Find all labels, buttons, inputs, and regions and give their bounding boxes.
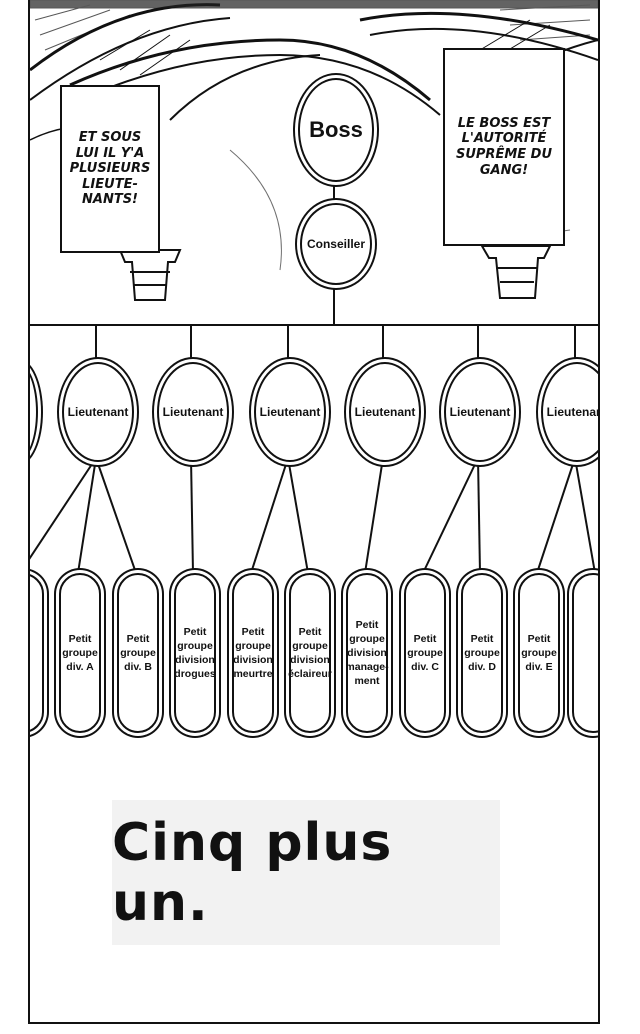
connector-line — [574, 457, 596, 574]
boss-label: Boss — [309, 117, 363, 143]
group-label: Petit groupe div. E — [521, 632, 557, 674]
group-node: Petit groupe div. A — [59, 573, 101, 733]
lieutenant-node: Lieutenant — [541, 362, 598, 462]
lieutenant-label: Lieutenant — [67, 404, 129, 419]
advisor-label: Conseiller — [306, 236, 366, 251]
group-node: Petit groupe div. D — [461, 573, 503, 733]
group-label: Petit groupe div. A — [62, 632, 98, 674]
caption-left: ET SOUS LUI IL Y'A PLUSIEURS LIEUTE-NANT… — [60, 85, 160, 253]
connector-line — [477, 457, 481, 574]
group-node: Petit groupe division éclaireur — [288, 573, 332, 733]
corbel-left — [118, 249, 182, 301]
group-label: Petit groupe div. B — [120, 632, 156, 674]
lieutenant-node: Lieutenant — [62, 362, 134, 462]
connector-line — [536, 457, 576, 574]
title-card: Cinq plus un. — [112, 800, 500, 945]
lieutenant-label: Lieutenant — [546, 404, 598, 419]
panel-artwork — [30, 0, 598, 574]
gothic-arches — [30, 3, 598, 271]
lieutenant-label: Lieutenant — [449, 404, 511, 419]
connector-line — [77, 457, 97, 574]
group-node: Petit groupe div. C — [404, 573, 446, 733]
lieutenant-node: Lieutenant — [349, 362, 421, 462]
stone-texture — [30, 0, 598, 51]
lieutenant-label: Lieutenant — [259, 404, 321, 419]
connector-line — [250, 457, 289, 574]
connector-line — [190, 457, 194, 574]
manga-panel: ET SOUS LUI IL Y'A PLUSIEURS LIEUTE-NANT… — [28, 0, 600, 1024]
panel-title: Cinq plus un. — [112, 812, 393, 933]
corbel-right — [480, 245, 552, 299]
lieutenant-label: Lieutenant — [354, 404, 416, 419]
lieutenant-node: Lieutenant — [157, 362, 229, 462]
group-node: Petit groupe division drogues — [174, 573, 216, 733]
group-node-partial — [572, 573, 598, 733]
group-label: Petit groupe div. C — [407, 632, 443, 674]
caption-right: LE BOSS EST L'AUTORITÉ SUPRÊME DU GANG! — [443, 48, 565, 246]
group-node: Petit groupe division meurtre — [232, 573, 274, 733]
group-label: Petit groupe div. D — [464, 632, 500, 674]
boss-node: Boss — [298, 78, 374, 182]
group-label: Petit groupe division éclaireur — [288, 625, 332, 681]
lieutenant-node: Lieutenant — [444, 362, 516, 462]
connector-line — [287, 457, 309, 574]
lieutenant-node: Lieutenant — [254, 362, 326, 462]
connector-line — [422, 457, 479, 574]
connector-line — [364, 457, 384, 574]
group-node: Petit groupe div. E — [518, 573, 560, 733]
advisor-node: Conseiller — [300, 203, 372, 285]
org-chart-connectors — [30, 178, 596, 574]
connector-line — [95, 457, 137, 574]
connector-line — [30, 457, 97, 560]
lieutenant-label: Lieutenant — [162, 404, 224, 419]
group-label: Petit groupe division drogues — [174, 625, 216, 681]
group-label: Petit groupe division meurtre — [233, 625, 273, 681]
group-label: Petit groupe division manage-ment — [345, 618, 389, 688]
group-node-partial — [30, 573, 44, 733]
group-node: Petit groupe div. B — [117, 573, 159, 733]
group-node: Petit groupe division manage-ment — [345, 573, 389, 733]
